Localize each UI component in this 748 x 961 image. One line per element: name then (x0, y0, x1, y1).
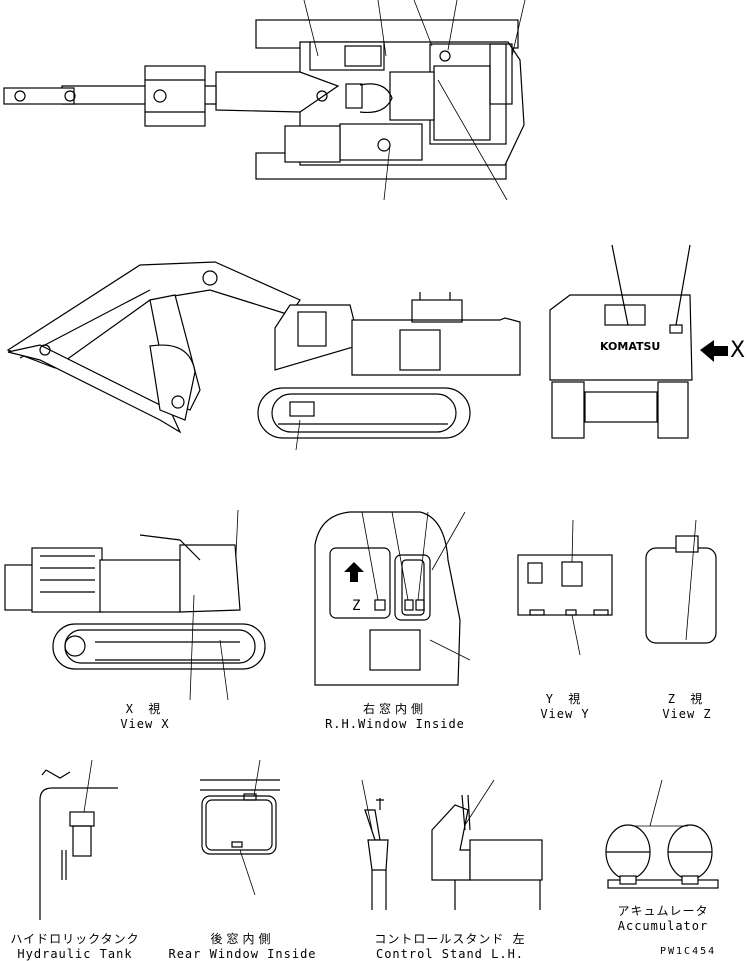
accumulator-view (605, 779, 719, 889)
view-x-label: X 視 View X (100, 700, 190, 731)
control-stand-view (361, 779, 543, 910)
rear-view-excavator: KOMATSU (549, 244, 728, 439)
view-y-panel (517, 519, 613, 656)
view-x-jp: X 視 (125, 702, 165, 716)
hydraulic-tank-view (39, 759, 118, 920)
view-x-excavator (4, 509, 266, 701)
control-stand-en: Control Stand L.H. (375, 947, 525, 961)
rh-window-jp: 右窓内側 (362, 702, 427, 716)
rear-window-jp: 後窓内側 (210, 932, 275, 946)
hydraulic-tank-en: Hydraulic Tank (17, 947, 133, 961)
accumulator-jp: アキュムレータ (617, 904, 709, 918)
view-z-panel (645, 519, 717, 644)
rh-window-en: R.H.Window Inside (325, 717, 465, 731)
accumulator-en: Accumulator (617, 919, 709, 933)
rear-window-en: Rear Window Inside (168, 947, 317, 961)
accumulator-label: アキュムレータ Accumulator (608, 902, 718, 933)
view-y-jp: Y 視 (545, 692, 585, 706)
side-view-excavator (6, 261, 521, 451)
view-z-en: View Z (662, 707, 712, 721)
control-stand-jp: コントロールスタンド 左 (374, 932, 526, 946)
hydraulic-tank-jp: ハイドロリックタンク (10, 932, 140, 946)
rh-window-label: 右窓内側 R.H.Window Inside (310, 700, 480, 731)
rear-window-view (200, 759, 280, 896)
drawing-code: PW1C454 (660, 946, 717, 957)
arrow-up-icon (344, 562, 364, 582)
view-y-en: View Y (540, 707, 590, 721)
brand-logo: KOMATSU (600, 340, 660, 353)
marker-z: Z (352, 598, 360, 614)
arrow-x-icon (700, 340, 728, 362)
rh-window-inside: Z (314, 511, 471, 686)
top-view-excavator (3, 0, 526, 201)
view-z-jp: Z 視 (667, 692, 707, 706)
hydraulic-tank-label: ハイドロリックタンク Hydraulic Tank (0, 930, 150, 961)
view-x-en: View X (120, 717, 170, 731)
view-z-label: Z 視 View Z (642, 690, 732, 721)
marker-x: X (730, 338, 746, 363)
rear-window-label: 後窓内側 Rear Window Inside (160, 930, 325, 961)
view-y-label: Y 視 View Y (520, 690, 610, 721)
control-stand-label: コントロールスタンド 左 Control Stand L.H. (365, 930, 535, 961)
